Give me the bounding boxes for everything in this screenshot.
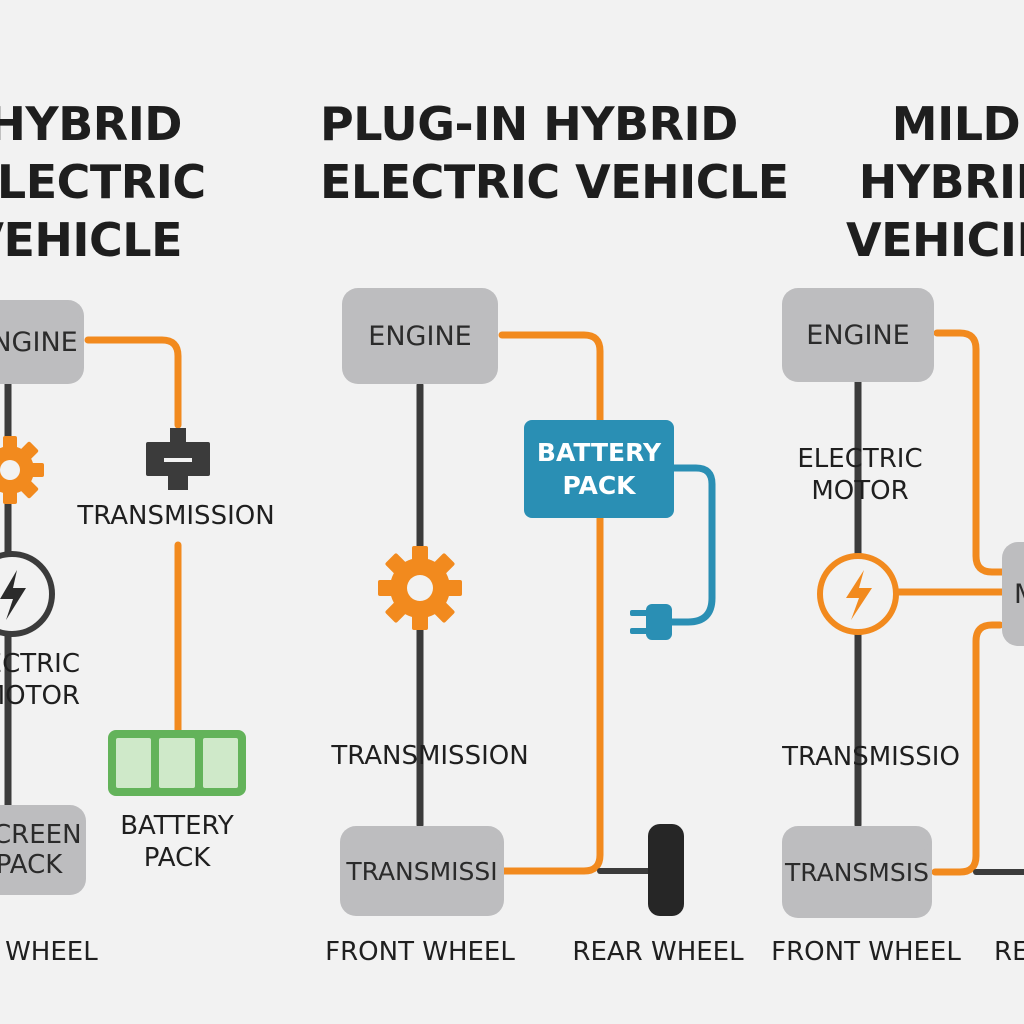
panel1-wheel-label: FRONT WHEEL bbox=[0, 937, 98, 967]
p2-power-line-battery-to-transmission bbox=[496, 511, 604, 875]
plug-connector-icon bbox=[146, 428, 210, 490]
charging-plug-icon bbox=[630, 604, 672, 640]
panel2-transmission-box: TRANSMISSI bbox=[340, 826, 504, 916]
panel3-side-box-label: M bbox=[1014, 579, 1024, 610]
p1-power-line-engine-to-connector bbox=[84, 336, 182, 429]
panel2-battery-line: BATTERY bbox=[536, 438, 662, 467]
panel2-title-line: ELECTRIC VEHICLE bbox=[320, 155, 789, 209]
panel2-engine-box: ENGINE bbox=[342, 288, 498, 384]
panel1-title-line: ELECTRIC bbox=[0, 155, 206, 209]
gear-icon bbox=[378, 546, 462, 630]
lightning-icon bbox=[817, 553, 899, 635]
panel2-transmission-label: TRANSMISSION bbox=[331, 741, 529, 771]
panel1-bottom-box: SCREEN PACK bbox=[0, 805, 86, 895]
panel3-side-box: M bbox=[1002, 542, 1024, 646]
panel3-front-wheel-label: FRONT WHEEL bbox=[771, 937, 961, 967]
p3-power-line-side-box-to-transmission bbox=[931, 621, 1004, 876]
panel2-title: PLUG-IN HYBRID ELECTRIC VEHICLE bbox=[320, 95, 789, 211]
lightning-icon bbox=[0, 551, 55, 637]
panel3-title-line: MILD bbox=[891, 97, 1021, 151]
panel2-rear-wheel-label: REAR WHEEL bbox=[572, 937, 744, 967]
panel2-battery-line: PACK bbox=[562, 471, 636, 500]
panel3-engine-label: ENGINE bbox=[806, 319, 910, 351]
p3-power-line-engine-to-side-box bbox=[933, 329, 1012, 576]
panel3-transmission-box: TRANSMSIS bbox=[782, 826, 932, 918]
battery-cell bbox=[202, 738, 238, 788]
gear-icon bbox=[0, 436, 44, 504]
panel1-bottom-box-line: PACK bbox=[0, 850, 63, 880]
panel3-motor-label-line: ELECTRIC bbox=[797, 444, 923, 474]
panel3-motor-label-line: MOTOR bbox=[811, 476, 909, 506]
panel1-engine-box: ENGINE bbox=[0, 300, 84, 384]
battery-cell bbox=[159, 738, 195, 788]
p2-charge-cable bbox=[664, 464, 716, 626]
panel1-title: HYBRID ELECTRIC VEHICLE bbox=[0, 95, 206, 269]
panel2-battery-pack: BATTERY PACK bbox=[524, 420, 674, 518]
panel2-front-wheel-label: FRONT WHEEL bbox=[325, 937, 515, 967]
panel1-battery-label: BATTERY PACK bbox=[98, 810, 256, 874]
panel1-title-line: VEHICLE bbox=[0, 213, 183, 267]
panel1-battery-label-line: BATTERY bbox=[120, 811, 234, 841]
panel3-title-line: HYBRID bbox=[858, 155, 1024, 209]
panel2-engine-label: ENGINE bbox=[368, 320, 472, 352]
p2-power-line-engine-to-battery bbox=[498, 331, 604, 424]
panel1-engine-label: ENGINE bbox=[0, 326, 78, 358]
panel1-transmission-label: TRANSMISSION bbox=[77, 501, 275, 531]
panel1-motor-label: ELECTRIC MOTOR bbox=[0, 648, 80, 712]
panel3-engine-box: ENGINE bbox=[782, 288, 934, 382]
panel2-title-line: PLUG-IN HYBRID bbox=[320, 97, 738, 151]
wheel-icon bbox=[648, 824, 684, 916]
panel3-rear-wheel-label: RE bbox=[994, 937, 1024, 967]
panel1-motor-label-line: ELECTRIC bbox=[0, 649, 80, 679]
panel1-title-line: HYBRID bbox=[0, 97, 183, 151]
panel1-bottom-box-line: SCREEN bbox=[0, 820, 82, 850]
panel3-title-line: VEHICILE bbox=[846, 213, 1024, 267]
panel3-transmission-label: TRANSMISSIO bbox=[782, 742, 960, 772]
panel3-transmission-box-label: TRANSMSIS bbox=[785, 857, 929, 887]
panel2-transmission-box-label: TRANSMISSI bbox=[346, 856, 498, 886]
battery-cells-icon bbox=[108, 730, 246, 796]
panel3-title: MILD HYBRID VEHICILE bbox=[846, 95, 1024, 269]
battery-cell bbox=[116, 738, 152, 788]
panel1-battery-label-line: PACK bbox=[143, 843, 211, 873]
panel3-motor-label: ELECTRIC MOTOR bbox=[790, 443, 930, 507]
panel1-motor-label-line: MOTOR bbox=[0, 681, 80, 711]
